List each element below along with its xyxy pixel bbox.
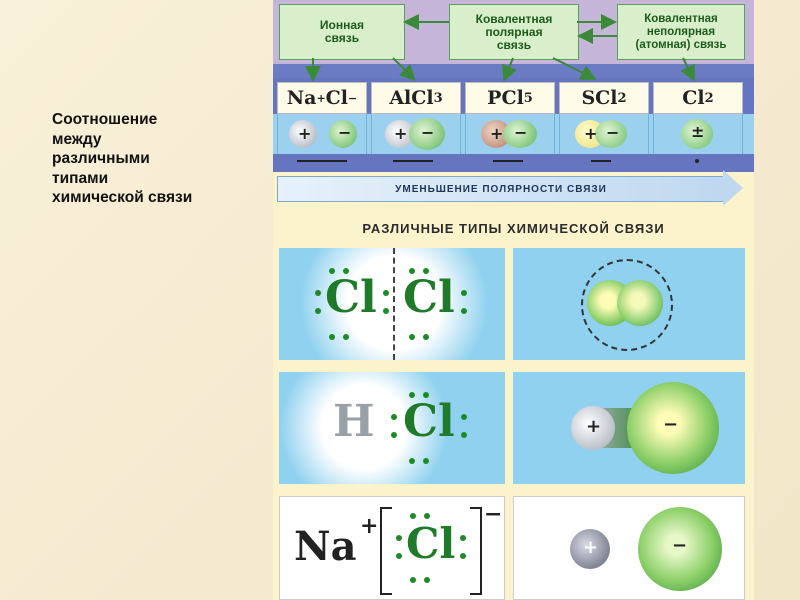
charge-minus-label: − (514, 123, 528, 142)
covalent-polar-bond-box: Ковалентная полярная связь (449, 4, 579, 60)
polarity-bar-nacl (297, 160, 347, 162)
cl-ion (638, 507, 722, 591)
polarity-cell-scl2 (559, 114, 649, 154)
charge-plus-label: + (584, 124, 598, 143)
charge-minus-label: − (338, 123, 352, 142)
na-ion (570, 529, 610, 569)
electron-cloud-boundary (581, 259, 673, 351)
polarity-cell-nacl (277, 114, 367, 154)
charge-plus-label: + (583, 537, 599, 558)
slide-title: Соотношение между различными типами хими… (52, 111, 193, 206)
polarity-bar-pcl5 (493, 160, 523, 162)
charge-minus-label: − (672, 535, 688, 556)
cl-symbol-right: Cl (403, 272, 455, 323)
atom-cl-alcl3 (409, 118, 445, 150)
atom-cl-scl2 (595, 120, 627, 148)
panel-cl2-lewis: Cl Cl (279, 248, 505, 360)
ionic-bond-box: Ионная связь (279, 4, 405, 60)
cl-ion-symbol: Cl (406, 519, 456, 568)
cl-ion-charge: − (484, 501, 503, 527)
atom-cl-pcl5 (503, 120, 537, 148)
polarity-cell-alcl3 (371, 114, 461, 154)
polarity-bar-scl2 (591, 160, 611, 162)
cl-symbol: Cl (403, 396, 455, 447)
charge-plus-label: + (394, 124, 408, 143)
cl-atom (627, 382, 719, 474)
formula-nacl: Na+ Cl− (277, 82, 367, 114)
bracket-right (470, 507, 482, 595)
cl-atom-right (617, 280, 663, 326)
na-symbol: Na (294, 523, 357, 570)
polarity-dot-cl2 (695, 159, 699, 163)
bracket-left (380, 507, 392, 595)
cl-symbol-left: Cl (325, 272, 377, 323)
charge-plus-label: + (298, 124, 312, 143)
polarity-cell-cl2 (653, 114, 743, 154)
molecule-cl2 (681, 119, 713, 149)
ion-plus-nacl (289, 120, 317, 148)
bond-type-arrows (305, 14, 695, 82)
panel-nacl-lewis: Na + Cl − (279, 496, 505, 600)
charge-neutral-label: ± (691, 122, 705, 141)
polarity-bar-alcl3 (393, 160, 433, 162)
panel-hcl-model: + − (513, 372, 745, 484)
polarity-cell-pcl5 (465, 114, 555, 154)
section-title: РАЗЛИЧНЫЕ ТИПЫ ХИМИЧЕСКОЙ СВЯЗИ (362, 221, 665, 236)
h-symbol: H (333, 396, 375, 447)
panel-hcl-lewis: H Cl (279, 372, 505, 484)
charge-minus-label: − (421, 123, 435, 142)
panel-cl2-model (513, 248, 745, 360)
arrow-head-icon (723, 170, 743, 206)
charge-minus-label: − (606, 123, 620, 142)
h-atom (571, 406, 615, 450)
covalent-nonpolar-bond-box: Ковалентная неполярная (атомная) связь (617, 4, 745, 60)
symmetry-line (393, 248, 395, 360)
charge-plus-label: + (490, 124, 504, 143)
panel-nacl-model: + − (513, 496, 745, 600)
charge-minus-label: − (663, 414, 679, 435)
charge-plus-label: + (586, 416, 602, 437)
ion-minus-nacl (329, 120, 357, 148)
na-charge: + (360, 513, 379, 539)
polarity-decrease-arrow: УМЕНЬШЕНИЕ ПОЛЯРНОСТИ СВЯЗИ (277, 176, 725, 202)
bond-types-poster: Ионная связь Ковалентная полярная связь … (273, 0, 754, 600)
